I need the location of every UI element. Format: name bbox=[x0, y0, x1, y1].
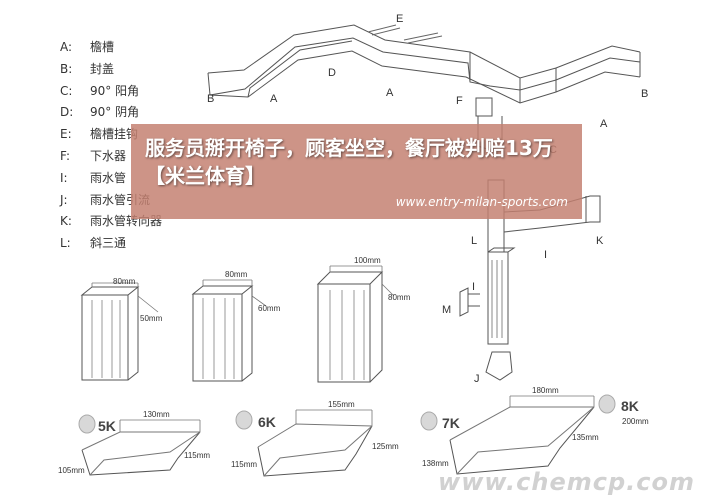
model-8k: 8K bbox=[621, 398, 639, 414]
gutter-profile-6k bbox=[235, 409, 373, 477]
pipe-profile-2 bbox=[191, 279, 267, 382]
legend-item: A:檐槽 bbox=[60, 40, 115, 54]
gutter-7k-right: 135mm bbox=[572, 433, 599, 442]
label-e: E bbox=[396, 13, 403, 25]
site-url[interactable]: www.entry-milan-sports.com bbox=[395, 195, 568, 209]
gutter-models: 5K 6K 7K 8K bbox=[98, 398, 639, 434]
watermark: www.chemcp.com bbox=[438, 468, 695, 496]
legend-item: B:封盖 bbox=[60, 61, 115, 76]
gutter-5k-left: 105mm bbox=[58, 466, 85, 475]
gutter-dimensions: 130mm 105mm 115mm 155mm 115mm 125mm 180m… bbox=[58, 386, 649, 475]
gutter-5k-right: 115mm bbox=[184, 451, 210, 460]
gutter-6k-right: 125mm bbox=[372, 442, 399, 451]
legend-item: C:90° 阳角 bbox=[60, 83, 140, 98]
label-m: M bbox=[442, 304, 451, 316]
gutter-profile-7k bbox=[420, 395, 595, 475]
model-7k: 7K bbox=[442, 415, 460, 431]
label-i: I bbox=[544, 249, 547, 261]
label-l: L bbox=[471, 235, 477, 247]
gutter-6k-top: 155mm bbox=[328, 400, 355, 409]
gutter-assembly bbox=[207, 24, 641, 104]
gutter-5k-top: 130mm bbox=[143, 410, 170, 419]
legend-item: F:下水器 bbox=[60, 148, 127, 163]
headline-text[interactable]: 服务员掰开椅子，顾客坐空，餐厅被判赔13万【米兰体育】 bbox=[145, 136, 553, 188]
label-i-small: I bbox=[472, 281, 475, 293]
gutter-6k-left: 115mm bbox=[231, 460, 257, 469]
label-b-left: B bbox=[207, 93, 214, 105]
model-8k-bullet bbox=[598, 394, 616, 414]
pipe-profiles bbox=[80, 265, 395, 383]
legend-item: E:檐槽挂钩 bbox=[60, 127, 139, 142]
model-6k: 6K bbox=[258, 414, 276, 430]
legend-item: I:雨水管 bbox=[60, 170, 127, 185]
pipe-dimensions: 80mm 50mm 80mm 60mm 100mm 80mm bbox=[113, 256, 411, 323]
label-a-right: A bbox=[600, 118, 608, 130]
legend-item: L:斜三通 bbox=[60, 236, 127, 251]
headline-banner[interactable]: 服务员掰开椅子，顾客坐空，餐厅被判赔13万【米兰体育】 www.entry-mi… bbox=[131, 124, 582, 219]
part-labels: E A D A B B A F C L K I I M J bbox=[207, 13, 648, 385]
model-5k: 5K bbox=[98, 418, 116, 434]
gutter-7k-left: 138mm bbox=[422, 459, 449, 468]
label-b-right: B bbox=[641, 88, 648, 100]
label-f: F bbox=[456, 95, 463, 107]
gutter-8k-spec: 200mm bbox=[622, 417, 649, 426]
label-k: K bbox=[596, 235, 604, 247]
pipe-2-depth: 60mm bbox=[258, 304, 281, 313]
label-d: D bbox=[328, 67, 336, 79]
pipe-1-depth: 50mm bbox=[140, 314, 163, 323]
label-a-center: A bbox=[386, 87, 394, 99]
pipe-profile-3 bbox=[316, 265, 395, 383]
gutter-profiles bbox=[78, 394, 616, 477]
pipe-1-width: 80mm bbox=[113, 277, 136, 286]
pipe-2-width: 80mm bbox=[225, 270, 248, 279]
legend-item: D:90° 阴角 bbox=[60, 105, 140, 120]
gutter-profile-5k bbox=[78, 414, 201, 476]
pipe-3-depth: 80mm bbox=[388, 293, 411, 302]
label-a-left: A bbox=[270, 93, 278, 105]
gutter-7k-top: 180mm bbox=[532, 386, 559, 395]
label-j: J bbox=[474, 373, 480, 385]
pipe-3-width: 100mm bbox=[354, 256, 381, 265]
pipe-profile-1 bbox=[80, 282, 159, 381]
gutter-hooks bbox=[367, 24, 443, 44]
